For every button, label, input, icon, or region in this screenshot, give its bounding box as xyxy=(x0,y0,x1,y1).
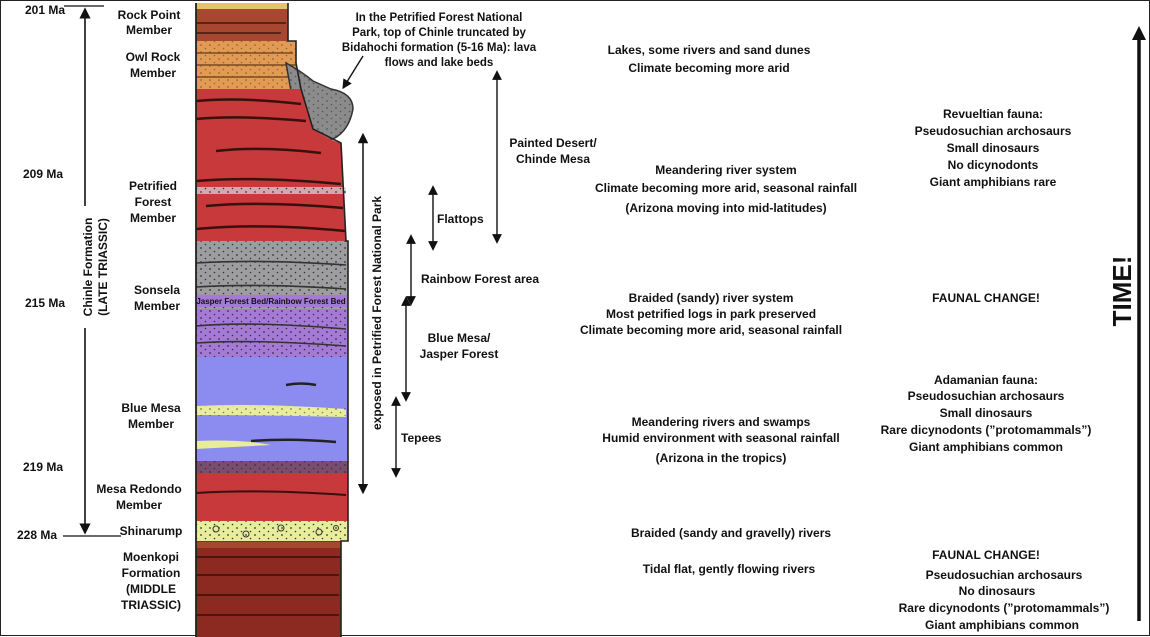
env4-line-2: Humid environment with seasonal rainfall xyxy=(602,431,839,445)
age-209: 209 Ma xyxy=(23,167,63,181)
member-moenkopi-4: TRIASSIC) xyxy=(121,598,181,612)
age-228: 228 Ma xyxy=(17,528,57,542)
env3-line-3: Climate becoming more arid, seasonal rai… xyxy=(580,323,842,337)
member-sonsela-2: Member xyxy=(134,299,180,313)
adamanian-5: Giant amphibians common xyxy=(909,440,1063,454)
env4-line-3: (Arizona in the tropics) xyxy=(656,451,787,465)
svg-text:FAUNAL CHANGE!Pseudosuchian ar: FAUNAL CHANGE! Pseudosuchian archosaursNo… xyxy=(899,548,1110,632)
member-rock-point-1: Rock Point xyxy=(118,8,181,22)
env1-line-2: Climate becoming more arid xyxy=(628,61,789,75)
member-moenkopi-1: Moenkopi xyxy=(123,550,179,564)
exposed-label: exposed in Petrified Forest National Par… xyxy=(370,196,384,430)
member-shinarump: Shinarump xyxy=(120,524,183,538)
member-petrified-2: Forest xyxy=(135,195,172,209)
member-petrified-1: Petrified xyxy=(129,179,177,193)
adamanian-4: Rare dicynodonts (”protomammals”) xyxy=(881,423,1092,437)
chinle-formation-span: Chinle Formation (LATE TRIASSIC) xyxy=(77,7,113,535)
env6-line-1: Tidal flat, gently flowing rivers xyxy=(643,562,816,576)
adamanian-2: Pseudosuchian archosaurs xyxy=(908,389,1065,403)
faunal-change-1: FAUNAL CHANGE! xyxy=(932,291,1040,305)
member-blue-mesa-2: Member xyxy=(128,417,174,431)
time-arrow: TIME! xyxy=(1107,26,1146,621)
env1-line-1: Lakes, some rivers and sand dunes xyxy=(608,43,811,57)
note-line-4: flows and lake beds xyxy=(385,57,494,69)
exposed-span: exposed in Petrified Forest National Par… xyxy=(357,119,384,495)
note-line-3: Bidahochi formation (5-16 Ma): lava xyxy=(342,42,537,54)
member-moenkopi-2: Formation xyxy=(122,566,181,580)
revueltian-2: Pseudosuchian archosaurs xyxy=(915,124,1072,138)
area-rainbow-forest: Rainbow Forest area xyxy=(421,272,539,286)
member-rock-point-2: Member xyxy=(126,23,172,37)
env4-line-1: Meandering rivers and swamps xyxy=(632,415,811,429)
adamanian-3: Small dinosaurs xyxy=(940,406,1033,420)
formation-age: (LATE TRIASSIC) xyxy=(96,218,110,316)
formation-name: Chinle Formation xyxy=(81,218,95,317)
svg-text:Adamanian fauna:Pseudosuchian: Adamanian fauna: Pseudosuchian archosaurs… xyxy=(881,373,1092,454)
change2-4: Rare dicynodonts (”protomammals”) xyxy=(899,601,1110,615)
bed-label: Jasper Forest Bed/Rainbow Forest Bed xyxy=(196,297,345,306)
svg-text:Painted Desert/Chinde Mesa: Painted Desert/Chinde Mesa xyxy=(509,136,597,166)
change2-5: Giant amphibians common xyxy=(925,618,1079,632)
area-ranges: Painted Desert/Chinde Mesa Flattops Rain… xyxy=(391,70,597,478)
svg-text:Revueltian fauna:Pseudosuchian: Revueltian fauna: Pseudosuchian archosaur… xyxy=(915,107,1072,189)
revueltian-1: Revueltian fauna: xyxy=(943,107,1043,121)
area-tepees: Tepees xyxy=(401,431,442,445)
env5-line-1: Braided (sandy and gravelly) rivers xyxy=(631,526,831,540)
change2-3: No dinosaurs xyxy=(959,584,1036,598)
revueltian-4: No dicynodonts xyxy=(948,158,1039,172)
member-moenkopi-3: (MIDDLE xyxy=(126,582,176,596)
change2-2: Pseudosuchian archosaurs xyxy=(926,568,1083,582)
area-flattops: Flattops xyxy=(437,212,484,226)
age-201: 201 Ma xyxy=(25,3,65,17)
area-painted-desert-1: Painted Desert/ xyxy=(509,136,597,150)
age-labels: 201 Ma 209 Ma 215 Ma 219 Ma 228 Ma xyxy=(17,3,121,542)
faunal-change-2: FAUNAL CHANGE! xyxy=(932,548,1040,562)
env2-line-2: Climate becoming more arid, seasonal rai… xyxy=(595,181,857,195)
env2-line-3: (Arizona moving into mid-latitudes) xyxy=(625,201,826,215)
adamanian-1: Adamanian fauna: xyxy=(934,373,1038,387)
note-line-2: Park, top of Chinle truncated by xyxy=(352,27,526,39)
env2-line-1: Meandering river system xyxy=(655,163,796,177)
member-owl-rock-2: Member xyxy=(130,66,176,80)
member-petrified-3: Member xyxy=(130,211,176,225)
member-mesa-redondo-2: Member xyxy=(116,498,162,512)
fauna-notes: Revueltian fauna: Pseudosuchian archosaur… xyxy=(881,107,1110,632)
revueltian-3: Small dinosaurs xyxy=(947,141,1040,155)
member-blue-mesa-1: Blue Mesa xyxy=(121,401,181,415)
member-mesa-redondo-1: Mesa Redondo xyxy=(96,482,181,496)
age-219: 219 Ma xyxy=(23,460,63,474)
area-painted-desert-2: Chinde Mesa xyxy=(516,152,590,166)
svg-text:Blue Mesa/Jasper Forest: Blue Mesa/Jasper Forest xyxy=(420,331,499,361)
env3-line-2: Most petrified logs in park preserved xyxy=(606,307,816,321)
area-blue-mesa-1: Blue Mesa/ xyxy=(428,331,491,345)
env3-line-1: Braided (sandy) river system xyxy=(629,291,794,305)
layer-moenkopi xyxy=(196,541,341,637)
area-blue-mesa-2: Jasper Forest xyxy=(420,347,499,361)
member-owl-rock-1: Owl Rock xyxy=(126,50,181,64)
layer-petrified-forest xyxy=(196,89,346,241)
member-sonsela-1: Sonsela xyxy=(134,283,180,297)
strat-column: Jasper Forest Bed/Rainbow Forest Bed xyxy=(195,3,354,637)
time-label: TIME! xyxy=(1107,256,1137,327)
revueltian-5: Giant amphibians rare xyxy=(930,175,1057,189)
svg-text:Lakes, some rivers and sand du: Lakes, some rivers and sand dunesClimate… xyxy=(608,43,811,75)
age-215: 215 Ma xyxy=(25,296,65,310)
note-line-1: In the Petrified Forest National xyxy=(356,12,523,24)
